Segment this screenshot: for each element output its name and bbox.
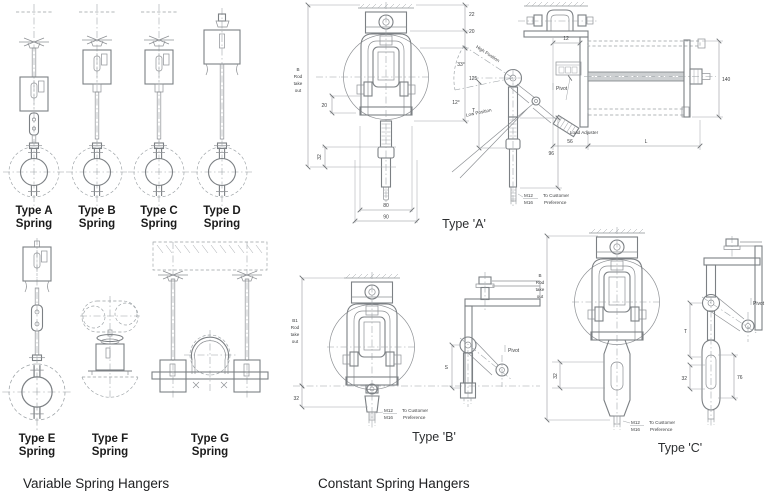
variable-type-b-label: Type B [78, 205, 116, 217]
variable-type-f-drawing [80, 296, 140, 398]
customer-pref-b-2: Preference [403, 415, 426, 420]
load-adjuster-label: Load Adjuster [570, 130, 599, 135]
dim-22: 22 [469, 12, 475, 18]
variable-type-b-sublabel: Spring [79, 218, 115, 230]
constant-section-caption: Constant Spring Hangers [318, 476, 470, 491]
pivot-label-b: Pivot [508, 348, 520, 354]
customer-pref-c-2: Preference [650, 427, 673, 432]
constant-type-b-front-view: B1 Rod take out 32 M12 M16 To Customer P… [291, 272, 540, 428]
variable-type-d-drawing [190, 8, 254, 209]
pivot-label-a: Pivot [556, 86, 568, 92]
customer-pref-a-1: To Customer [543, 193, 570, 198]
takeout-a-l3: take [294, 81, 303, 86]
variable-type-a-drawing [2, 4, 66, 209]
dim-20-right: 20 [469, 29, 475, 35]
angle-low: 12° [452, 100, 460, 106]
takeout-c-l3: take [536, 287, 545, 292]
variable-type-a-sublabel: Spring [16, 218, 52, 230]
takeout-c-l2: Rod [536, 280, 545, 285]
variable-type-g-drawing [151, 241, 269, 398]
thread-m16-a: M16 [524, 200, 533, 205]
dim-90: 90 [383, 215, 389, 221]
takeout-c-l1: B [538, 273, 541, 278]
thread-m16-b: M16 [384, 415, 393, 420]
variable-type-c-label: Type C [140, 205, 178, 217]
thread-m16-c: M16 [631, 427, 640, 432]
takeout-c-l4: out [537, 294, 544, 299]
takeout-b-l4: out [292, 339, 299, 344]
variable-type-f-sublabel: Spring [92, 446, 128, 458]
takeout-a-l2: Rod [294, 74, 303, 79]
variable-type-d-sublabel: Spring [204, 218, 240, 230]
customer-pref-b-1: To Customer [402, 408, 429, 413]
dim-L: L [645, 139, 648, 145]
constant-hangers-section: 22 20 125 20 32 B Rod take out 80 90 [291, 1, 765, 491]
high-position-label: High Position [475, 44, 501, 63]
dim-140: 140 [722, 77, 731, 83]
constant-type-c-caption: Type 'C' [658, 441, 702, 455]
variable-type-e-drawing [1, 238, 73, 433]
dim-32-b: 32 [293, 396, 299, 402]
variable-type-f-label: Type F [92, 433, 128, 445]
thread-m12-b: M12 [384, 408, 393, 413]
dim-96: 96 [548, 151, 554, 157]
constant-type-b-caption: Type 'B' [412, 430, 456, 444]
takeout-a-l4: out [295, 88, 302, 93]
constant-type-a-front-view: 22 20 125 20 32 B Rod take out 80 90 [294, 2, 478, 224]
dim-12: 12 [563, 36, 569, 42]
variable-type-a-label: Type A [15, 205, 52, 217]
constant-type-a-side-view: 12 140 56 L 96 T 33° 12° High Position L… [451, 1, 731, 208]
angle-high: 33° [457, 62, 465, 68]
takeout-a-l1: B [296, 67, 299, 72]
takeout-b-l1: B1 [292, 318, 298, 323]
dim-32-front-a: 32 [317, 154, 323, 160]
dim-S-b: S [445, 365, 449, 371]
takeout-b-l2: Rod [291, 325, 300, 330]
dim-T-c: T [684, 329, 687, 335]
constant-type-c-side-view: Pivot T 32 76 [681, 236, 765, 428]
dim-56: 56 [567, 139, 573, 145]
customer-pref-a-2: Preference [544, 200, 567, 205]
dim-80: 80 [383, 203, 389, 209]
dim-76: 76 [737, 375, 743, 381]
constant-type-a-caption: Type 'A' [442, 217, 486, 231]
thread-m12-a: M12 [524, 193, 533, 198]
variable-type-e-label: Type E [19, 433, 56, 445]
variable-type-g-label: Type G [191, 433, 229, 445]
variable-type-c-drawing [127, 4, 191, 209]
variable-section-caption: Variable Spring Hangers [23, 476, 169, 491]
dim-32-c-side: 32 [681, 376, 687, 382]
dim-T-a: T [472, 108, 475, 114]
dim-20-left: 20 [321, 103, 327, 109]
variable-type-d-label: Type D [203, 205, 241, 217]
dim-32-c-front: 32 [553, 373, 559, 379]
low-position-label: Low Position [465, 107, 492, 117]
variable-type-g-sublabel: Spring [192, 446, 228, 458]
thread-m12-c: M12 [631, 420, 640, 425]
customer-pref-c-1: To Customer [649, 420, 676, 425]
constant-type-b-side-view: Pivot S [445, 272, 541, 407]
variable-type-e-sublabel: Spring [19, 446, 55, 458]
variable-type-c-sublabel: Spring [141, 218, 177, 230]
pivot-label-c: Pivot [753, 301, 765, 307]
variable-type-b-drawing [65, 4, 129, 209]
variable-hangers-section: Type A Spring Type B Spring Type C Sprin… [1, 4, 269, 491]
dim-125: 125 [469, 76, 478, 82]
constant-type-c-front-view: B Rod take out 32 M12 M16 To Customer Pr… [536, 227, 676, 432]
takeout-b-l3: take [291, 332, 300, 337]
